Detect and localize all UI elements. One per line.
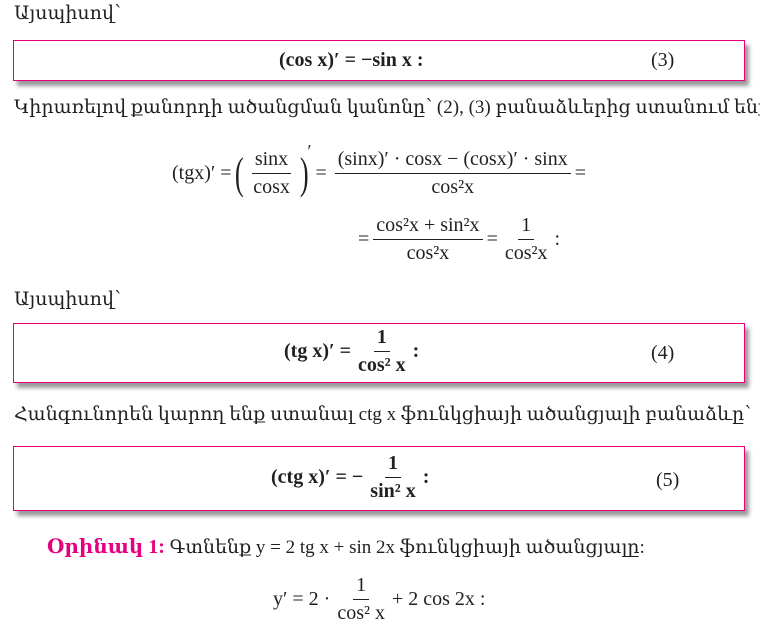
colon: : xyxy=(422,466,430,488)
denominator: sin² x xyxy=(370,480,416,502)
paren-open: ( xyxy=(234,148,244,198)
numerator: 1 xyxy=(385,452,402,478)
numerator: 1 xyxy=(373,326,390,352)
prime: ′ xyxy=(307,141,312,161)
lhs: y′ = 2 · xyxy=(273,588,331,610)
equals: = xyxy=(315,162,327,184)
intro-text: Այսպիսով՝ xyxy=(14,3,121,24)
equals: = xyxy=(358,228,370,250)
formula-cos-derivative: (cos x)′ = −sin x : xyxy=(279,49,424,71)
numerator: cos²x + sin²x xyxy=(373,214,483,240)
rhs: + 2 cos 2x : xyxy=(391,588,486,610)
formula-number: (3) xyxy=(651,49,675,71)
numerator: (sinx)′ · cosx − (cosx)′ · sinx xyxy=(334,148,571,174)
colon: : xyxy=(554,228,561,250)
ctg-intro-text: Հանգունորեն կարող ենք ստանալ ctg x ֆունկ… xyxy=(14,404,752,425)
formula-box-3: (cos x)′ = −sin x : (3) xyxy=(13,40,745,81)
numerator: 1 xyxy=(518,214,535,240)
paren-close: ) xyxy=(299,148,309,198)
intro-text: Այսպիսով՝ xyxy=(14,289,121,310)
denominator: cos²x xyxy=(406,242,450,264)
lhs: (tgx)′ = xyxy=(172,162,232,184)
denominator: cos²x xyxy=(431,176,475,198)
denominator: cos²x xyxy=(504,242,548,264)
denominator: cosx xyxy=(253,176,290,198)
colon: : xyxy=(412,340,420,362)
quotient-rule-text: Կիրառելով քանորդի ածանցման կանոնը՝ (2), … xyxy=(14,97,760,118)
equals: = xyxy=(574,162,587,184)
formula-number: (4) xyxy=(651,342,675,364)
denominator: cos² x xyxy=(358,354,406,376)
denominator: cos² x xyxy=(337,602,385,624)
example-1: Օրինակ 1: Գտնենք y = 2 tg x + sin 2x ֆու… xyxy=(47,534,645,559)
formula-number: (5) xyxy=(656,469,680,491)
example-text: Գտնենք y = 2 tg x + sin 2x ֆունկցիայի ած… xyxy=(169,537,645,558)
numerator: sinx xyxy=(251,148,292,174)
lhs: (ctg x)′ = − xyxy=(271,466,364,488)
numerator: 1 xyxy=(353,574,370,600)
example-label: Օրինակ 1: xyxy=(47,536,165,558)
equals: = xyxy=(486,228,498,250)
lhs: (tg x)′ = xyxy=(284,340,352,362)
